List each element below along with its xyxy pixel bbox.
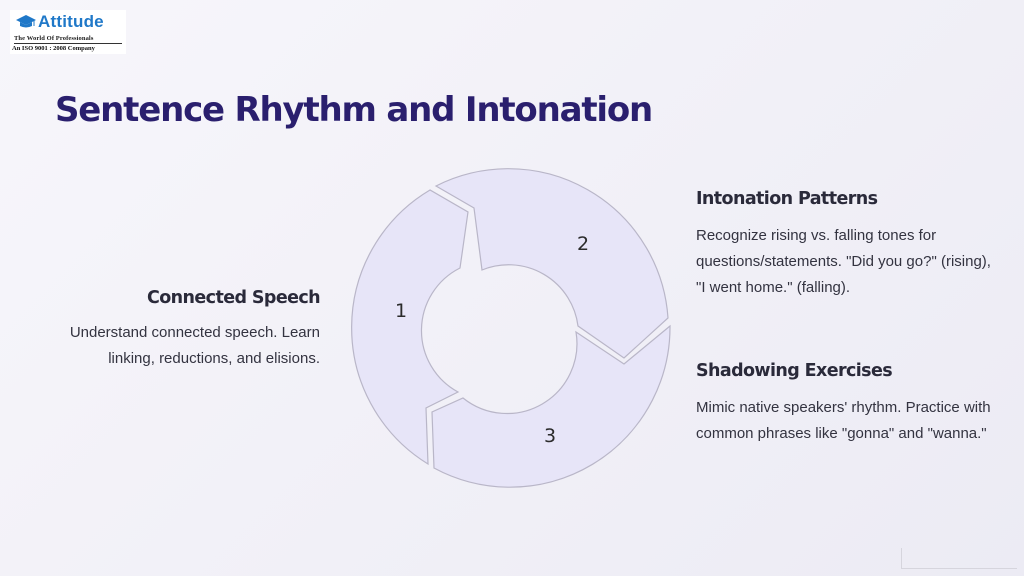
cycle-segment-1-number: 1 [395, 300, 407, 322]
logo-top: Attitude [16, 12, 104, 32]
step-3-description: Mimic native speakers' rhythm. Practice … [696, 399, 991, 442]
logo-divider [14, 43, 122, 44]
step-2-heading: Intonation Patterns [696, 189, 878, 209]
logo-certification: An ISO 9001 : 2008 Company [12, 45, 95, 52]
slide-title: Sentence Rhythm and Intonation [55, 90, 653, 130]
graduation-cap-icon [16, 15, 36, 28]
cycle-segment-1 [351, 189, 469, 466]
cycle-segment-3-number: 3 [544, 425, 556, 447]
step-2-description: Recognize rising vs. falling tones for q… [696, 227, 991, 296]
company-logo: Attitude The World Of Professionals An I… [10, 10, 126, 54]
step-1-description: Understand connected speech. Learn linki… [69, 324, 320, 367]
step-1-heading: Connected Speech [147, 288, 321, 308]
cycle-segment-2-number: 2 [577, 233, 589, 255]
cycle-segment-2 [434, 168, 669, 359]
logo-tagline: The World Of Professionals [14, 35, 94, 42]
step-3-heading: Shadowing Exercises [696, 361, 893, 381]
logo-brand-name: Attitude [38, 12, 104, 31]
cycle-segment-3 [431, 324, 671, 488]
corner-frame-decoration [901, 548, 1017, 569]
